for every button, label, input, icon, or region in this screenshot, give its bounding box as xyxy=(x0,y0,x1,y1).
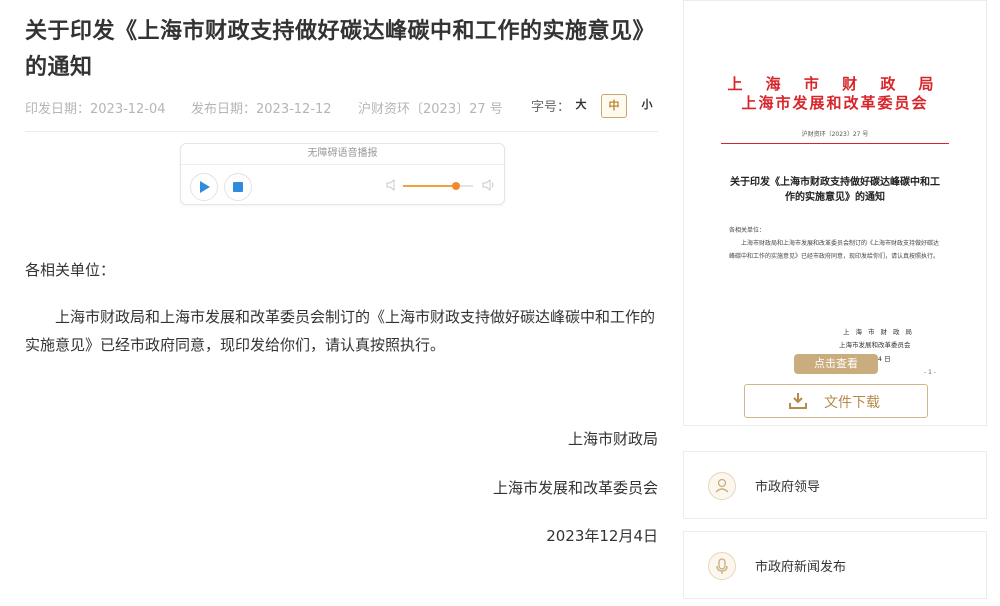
meta-divider xyxy=(25,131,658,132)
volume-down-icon[interactable] xyxy=(386,179,398,191)
doc-preview-number: 沪财资环〔2023〕27 号 xyxy=(801,131,869,138)
greeting: 各相关单位： xyxy=(25,261,116,279)
doc-red-rule xyxy=(721,143,949,144)
play-button[interactable] xyxy=(190,173,218,201)
download-icon xyxy=(789,393,807,409)
font-size-medium-button[interactable]: 中 xyxy=(601,94,627,118)
doc-issuer-development: 上海市发展和改革委员会 xyxy=(741,94,929,112)
doc-preview-page-number: - 1 - xyxy=(924,369,936,376)
link-municipal-news-release[interactable]: 市政府新闻发布 xyxy=(683,531,987,599)
link-municipal-leaders-label: 市政府领导 xyxy=(755,480,821,495)
volume-up-icon[interactable] xyxy=(482,179,496,191)
doc-issuer-finance: 上 海 市 财 政 局 xyxy=(727,75,943,93)
audio-player: 无障碍语音播报 xyxy=(180,143,505,205)
play-icon xyxy=(200,181,210,193)
download-file-label: 文件下载 xyxy=(824,395,880,411)
doc-preview-sign1: 上海市财政局 xyxy=(843,328,918,336)
doc-preview-sign2: 上海市发展和改革委员会 xyxy=(839,341,911,349)
microphone-icon xyxy=(708,552,736,580)
view-document-button[interactable]: 点击查看 xyxy=(794,354,878,374)
volume-slider[interactable] xyxy=(403,182,473,190)
issue-date: 印发日期：2023-12-04 xyxy=(25,102,166,117)
audio-player-title: 无障碍语音播报 xyxy=(181,144,504,165)
article-meta: 印发日期：2023-12-04 发布日期：2023-12-12 沪财资环〔202… xyxy=(25,94,658,118)
font-size-large-button[interactable]: 大 xyxy=(575,98,587,111)
link-municipal-leaders[interactable]: 市政府领导 xyxy=(683,451,987,519)
body-paragraph: 上海市财政局和上海市发展和改革委员会制订的《上海市财政支持做好碳达峰碳中和工作的… xyxy=(25,308,656,354)
signatory-development-commission: 上海市发展和改革委员会 xyxy=(492,479,658,497)
doc-preview-greeting: 各相关单位： xyxy=(729,227,766,234)
doc-number: 沪财资环〔2023〕27 号 xyxy=(358,102,503,117)
document-preview-image[interactable]: 上 海 市 财 政 局 上海市发展和改革委员会 沪财资环〔2023〕27 号 关… xyxy=(719,61,951,383)
volume-slider-handle[interactable] xyxy=(451,182,460,190)
download-file-button[interactable]: 文件下载 xyxy=(744,384,928,418)
volume-slider-fill xyxy=(403,185,456,187)
link-municipal-news-release-label: 市政府新闻发布 xyxy=(755,560,847,575)
signatory-finance-bureau: 上海市财政局 xyxy=(567,430,658,448)
stop-button[interactable] xyxy=(224,173,252,201)
document-preview-card: 上 海 市 财 政 局 上海市发展和改革委员会 沪财资环〔2023〕27 号 关… xyxy=(683,0,987,426)
page-title: 关于印发《上海市财政支持做好碳达峰碳中和工作的实施意见》的通知 xyxy=(25,19,656,80)
stop-icon xyxy=(233,182,243,192)
signing-date: 2023年12月4日 xyxy=(546,527,658,545)
publish-date: 发布日期：2023-12-12 xyxy=(191,102,332,117)
font-size-label: 字号： xyxy=(531,100,571,115)
font-size-small-button[interactable]: 小 xyxy=(641,98,653,111)
doc-preview-body: 上海市财政局和上海市发展和改革委员会制订的《上海市财政支持做好碳达峰碳中和工作的… xyxy=(729,240,940,260)
doc-preview-title: 关于印发《上海市财政支持做好碳达峰碳中和工作的实施意见》的通知 xyxy=(730,177,940,203)
leader-icon xyxy=(708,472,736,500)
